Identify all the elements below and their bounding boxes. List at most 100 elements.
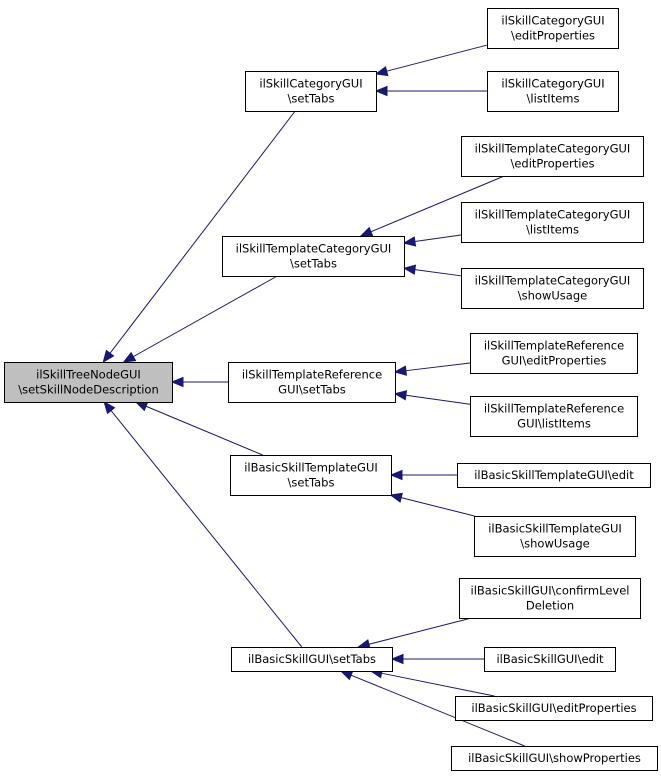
arrowhead-icon <box>122 351 137 363</box>
edge-bs-editprops-to-bs-settabs <box>369 668 495 697</box>
edge-tcat-listitems-to-tcat-settabs <box>402 234 462 247</box>
node-label-line: GUI\listItems <box>517 417 591 431</box>
node-tcat-settabs[interactable]: ilSkillTemplateCategoryGUI\setTabs <box>222 236 405 277</box>
node-label-line: ilSkillCategoryGUI <box>259 77 362 91</box>
arrowhead-icon <box>402 264 417 275</box>
node-label-line: ilSkillTemplateReference <box>242 368 382 382</box>
node-bs-edit[interactable]: ilBasicSkillGUI\edit <box>484 647 616 672</box>
node-label-line: \showUsage <box>520 537 589 551</box>
node-cat-editprops[interactable]: ilSkillCategoryGUI\editProperties <box>487 8 619 49</box>
arrowhead-icon <box>389 492 403 503</box>
node-label-line: ilSkillCategoryGUI <box>501 14 604 28</box>
edge-bs-confirm-to-bs-settabs <box>357 617 472 650</box>
node-cat-listitems[interactable]: ilSkillCategoryGUI\listItems <box>487 71 619 112</box>
edge-bst-edit-to-bst-settabs <box>389 469 457 481</box>
edge-cat-settabs-to-root <box>102 110 296 364</box>
edge-line <box>386 44 488 72</box>
arrowhead-icon <box>390 653 404 665</box>
edge-line <box>381 672 495 697</box>
node-label-line: \showUsage <box>518 289 587 303</box>
nodes-layer: ilSkillTreeNodeGUI\setSkillNodeDescripti… <box>4 8 658 771</box>
node-label-line: ilBasicSkillTemplateGUI <box>488 522 622 536</box>
node-bs-editprops[interactable]: ilBasicSkillGUI\editProperties <box>455 696 653 721</box>
node-label-line: \setSkillNodeDescription <box>18 383 159 397</box>
edge-cat-listitems-to-cat-settabs <box>374 85 487 97</box>
arrowhead-icon <box>170 376 184 388</box>
node-label-line: ilSkillCategoryGUI <box>501 77 604 91</box>
edge-line <box>414 234 462 243</box>
node-label-line: ilSkillTemplateCategoryGUI <box>475 142 631 156</box>
edges-layer <box>102 44 525 747</box>
arrowhead-icon <box>134 401 149 412</box>
edge-tref-listitems-to-tref-settabs <box>393 390 471 405</box>
node-label-line: GUI\editProperties <box>502 354 607 368</box>
edge-tref-editprops-to-tref-settabs <box>393 362 471 376</box>
node-box <box>484 647 616 672</box>
node-cat-settabs[interactable]: ilSkillCategoryGUI\setTabs <box>245 71 377 112</box>
node-label-line: \setTabs <box>290 257 337 271</box>
edge-bst-settabs-to-root <box>134 401 263 456</box>
node-label-line: ilBasicSkillGUI\showProperties <box>468 751 641 765</box>
node-label-line: \setTabs <box>288 92 335 106</box>
node-label-line: ilBasicSkillTemplateGUI <box>244 461 378 475</box>
edge-line <box>350 674 525 747</box>
node-box <box>230 455 392 496</box>
node-box <box>459 578 641 619</box>
node-label-line: ilSkillTemplateCategoryGUI <box>236 242 392 256</box>
node-label-line: ilSkillTemplateReference <box>484 339 624 353</box>
arrowhead-icon <box>389 469 403 481</box>
edge-line <box>110 410 303 648</box>
node-root[interactable]: ilSkillTreeNodeGUI\setSkillNodeDescripti… <box>4 362 173 403</box>
node-label-line: ilSkillTemplateCategoryGUI <box>475 274 631 288</box>
node-label-line: \editProperties <box>510 157 594 171</box>
edge-bs-edit-to-bs-settabs <box>390 653 484 665</box>
node-label-line: ilBasicSkillGUI\confirmLevel <box>471 584 630 598</box>
node-label-line: ilBasicSkillGUI\edit <box>496 652 604 666</box>
arrowhead-icon <box>102 349 115 364</box>
node-box <box>474 516 636 557</box>
node-label-line: ilSkillTemplateCategoryGUI <box>475 208 631 222</box>
node-bs-settabs[interactable]: ilBasicSkillGUI\setTabs <box>231 647 393 672</box>
edge-bst-showusage-to-bst-settabs <box>389 492 475 517</box>
node-bst-settabs[interactable]: ilBasicSkillTemplateGUI\setTabs <box>230 455 392 496</box>
node-box <box>4 362 173 403</box>
node-bst-showusage[interactable]: ilBasicSkillTemplateGUI\showUsage <box>474 516 636 557</box>
edge-cat-editprops-to-cat-settabs <box>374 44 488 77</box>
node-label-line: ilBasicSkillTemplateGUI\edit <box>474 468 634 482</box>
edge-bs-settabs-to-root <box>103 400 303 648</box>
node-tcat-editprops[interactable]: ilSkillTemplateCategoryGUI\editPropertie… <box>461 136 644 177</box>
edge-line <box>414 269 462 277</box>
arrowhead-icon <box>374 85 388 97</box>
node-tcat-showusage[interactable]: ilSkillTemplateCategoryGUI\showUsage <box>461 268 644 309</box>
arrowhead-icon <box>393 365 408 376</box>
node-box <box>245 71 377 112</box>
edge-tref-settabs-to-root <box>170 376 228 388</box>
node-bst-edit[interactable]: ilBasicSkillTemplateGUI\edit <box>457 463 651 488</box>
node-box <box>487 71 619 112</box>
edge-line <box>368 617 472 645</box>
edge-line <box>145 405 263 456</box>
node-label-line: \listItems <box>527 92 580 106</box>
node-tcat-listitems[interactable]: ilSkillTemplateCategoryGUI\listItems <box>461 202 644 243</box>
edge-line <box>133 275 278 358</box>
node-label-line: \listItems <box>526 223 579 237</box>
arrowhead-icon <box>402 236 417 247</box>
node-box <box>451 746 658 771</box>
node-label-line: GUI\setTabs <box>278 383 346 397</box>
node-tref-editprops[interactable]: ilSkillTemplateReferenceGUI\editProperti… <box>470 333 638 374</box>
node-box <box>461 268 644 309</box>
node-label-line: Deletion <box>526 599 574 613</box>
node-label-line: \editProperties <box>511 29 595 43</box>
node-box <box>470 333 638 374</box>
node-bs-showprops[interactable]: ilBasicSkillGUI\showProperties <box>451 746 658 771</box>
arrowhead-icon <box>103 400 116 415</box>
edge-line <box>370 175 505 233</box>
node-box <box>487 8 619 49</box>
edge-tcat-showusage-to-tcat-settabs <box>402 264 462 277</box>
node-label-line: ilBasicSkillGUI\setTabs <box>248 652 376 666</box>
node-label-line: \setTabs <box>288 476 335 490</box>
